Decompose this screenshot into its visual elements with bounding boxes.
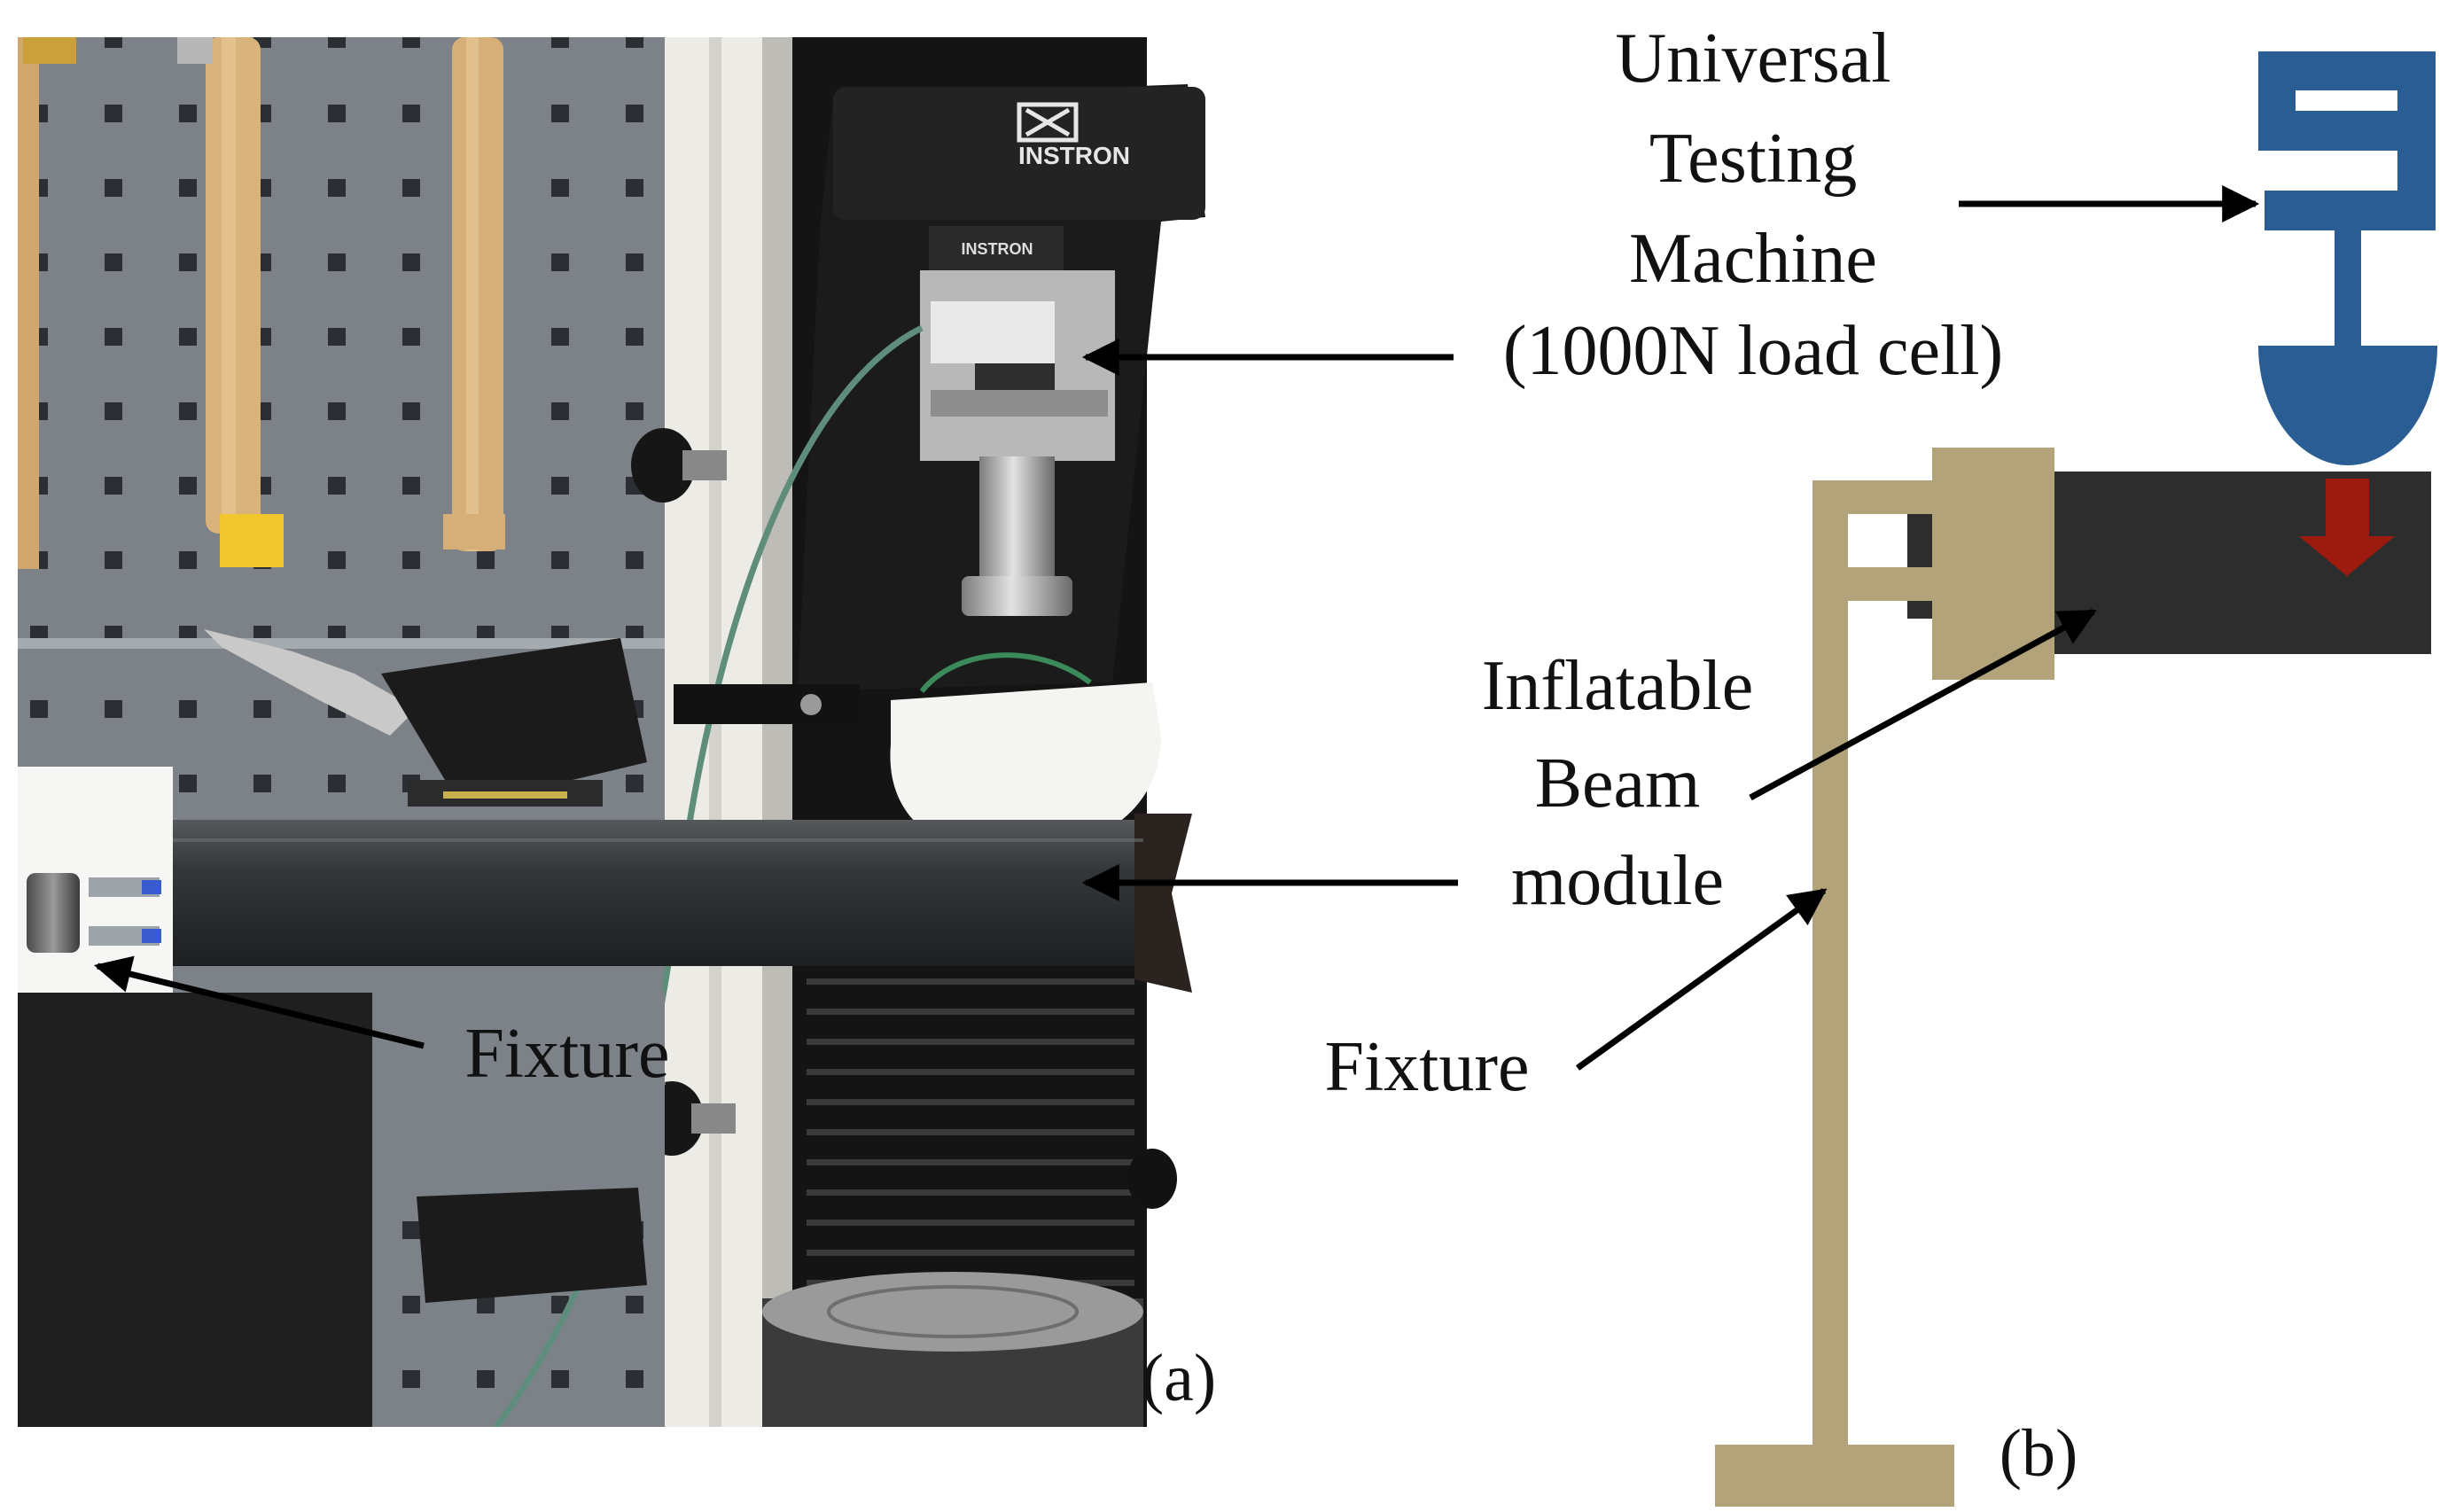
panel-a-tag: (a) [1142, 1341, 1216, 1415]
column-clamp-bar [674, 684, 860, 724]
machine-indenter [2258, 346, 2437, 465]
pegboard-seam [18, 638, 665, 649]
beam-label-line-1: Inflatable [1482, 647, 1753, 725]
machine-label-line-4: (1000N load cell) [1503, 312, 2003, 390]
instron-logo-mark [1025, 107, 1071, 137]
machine-label-line-3: Machine [1629, 220, 1877, 298]
machine-shaft [2335, 230, 2361, 346]
instron-logo-icon [1017, 102, 1079, 143]
side-knob-right [1127, 1149, 1177, 1209]
load-rod [979, 456, 1055, 589]
photo-panel-a: INSTRON INSTRON [18, 37, 1458, 1427]
indenter-head [890, 682, 1161, 846]
frame-column-edge [762, 37, 792, 1427]
panel-b-tag: (b) [2000, 1416, 2078, 1491]
machine-label-line-2: Testing [1649, 120, 1857, 198]
column-knob-upper [631, 428, 727, 503]
machine-label: Universal Testing Machine (1000N load ce… [1503, 19, 2003, 390]
machine-label-line-1: Universal [1615, 19, 1890, 97]
inflatable-beam-photo [168, 814, 1192, 993]
clamp-bolt [800, 694, 822, 715]
fixture-stand [1715, 480, 1972, 1507]
hammer-right [443, 37, 505, 551]
fixture-upper-arm [1812, 480, 1972, 514]
fixture-post [1812, 480, 1848, 1445]
beam-label-line-3: module [1511, 842, 1724, 920]
force-arrow-icon [2299, 479, 2395, 576]
fixture-block-photo [18, 767, 372, 1427]
photo-fixture-label: Fixture [464, 1015, 669, 1093]
top-hook-middle [177, 37, 213, 64]
fixture-lower-arm [1812, 567, 1972, 601]
arrow-to-beam-schematic [1749, 608, 2097, 801]
hammer-edge [18, 37, 39, 569]
arrow-to-fixture-schematic [1575, 888, 1828, 1071]
pegboard-lower-strip [372, 991, 665, 1212]
testing-machine-icon [2258, 51, 2437, 465]
lower-tool [417, 1188, 647, 1303]
lock-nut [962, 576, 1072, 616]
beam-label-line-2: Beam [1535, 744, 1701, 822]
instron-brand-text: INSTRON [1018, 142, 1130, 169]
hammer-left [206, 37, 284, 567]
load-cell-label-plate [931, 301, 1055, 363]
beam-label: Inflatable Beam module [1482, 647, 1753, 920]
frame-column-groove [709, 37, 721, 1427]
fixture-base [1715, 1445, 1954, 1507]
tool-holder [204, 629, 647, 807]
photo-right-margin [1147, 37, 1243, 1427]
top-hook-left [23, 37, 76, 64]
load-cell-brand-text: INSTRON [962, 240, 1033, 258]
indenter-strap [919, 652, 1092, 693]
inflatable-beam-schematic [2054, 472, 2431, 654]
schematic-fixture-label: Fixture [1324, 1028, 1529, 1106]
load-base-platen [762, 1272, 1143, 1427]
schematic-panel-b: Universal Testing Machine (1000N load ce… [1324, 19, 2437, 1507]
arrow-to-fixture-photo [93, 955, 425, 1049]
